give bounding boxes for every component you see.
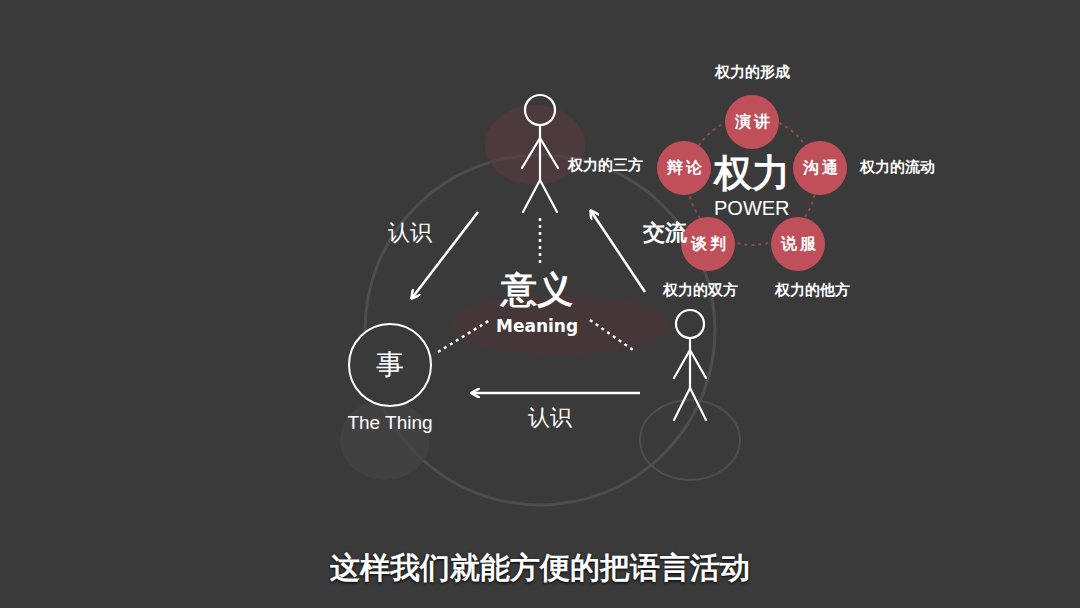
arrow [591, 211, 645, 292]
label: Meaning [496, 317, 578, 336]
label: 权力的双方 [663, 282, 738, 299]
power-circle: 辩论 [657, 141, 711, 195]
label: 权力的流动 [860, 159, 935, 176]
node-title: 谈判 [691, 235, 729, 253]
background-blob [340, 400, 430, 480]
node-subtitle: The Thing [347, 413, 432, 434]
label: 认识 [388, 221, 432, 245]
label: 权力的形成 [715, 64, 790, 81]
power-circle: 说服 [771, 217, 825, 271]
thing-circle: 事The Thing [348, 323, 432, 407]
arrow [472, 392, 640, 395]
label: 权力的他方 [775, 282, 850, 299]
dotted-line [590, 320, 636, 352]
node-title: 沟通 [803, 159, 841, 177]
label: 认识 [528, 406, 572, 430]
dotted-line [539, 218, 542, 266]
label: 交流 [643, 221, 687, 245]
stick-figure [522, 95, 558, 212]
power-circle: 谈判 [681, 217, 735, 271]
node-title: 事 [376, 350, 404, 381]
stick-figure [674, 310, 706, 420]
label: POWER [714, 197, 790, 219]
label: 权力的三方 [568, 157, 643, 174]
label: 意义 [501, 270, 573, 310]
power-circle: 沟通 [793, 141, 847, 195]
label: 权力 [714, 153, 790, 195]
power-circle: 演讲 [725, 95, 779, 149]
background-blob [640, 400, 740, 480]
caption: 这样我们就能方便的把语言活动 [0, 548, 1080, 589]
node-title: 演讲 [735, 113, 773, 131]
node-title: 辩论 [667, 159, 705, 177]
dotted-line [438, 320, 490, 352]
node-title: 说服 [781, 235, 819, 253]
